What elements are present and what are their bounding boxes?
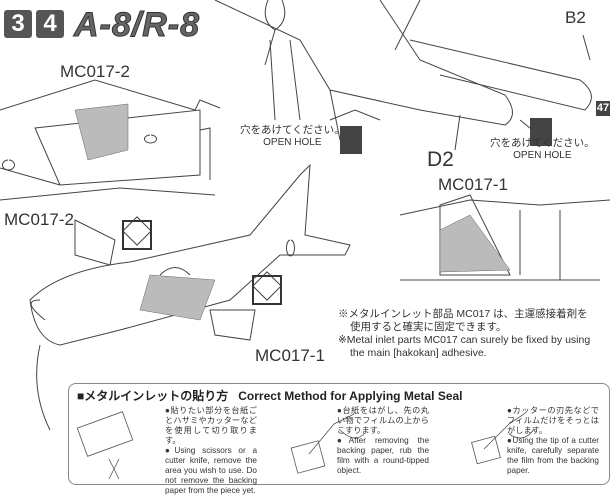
step-title: A-8/R-8 [73,6,201,45]
method-illustrations [76,411,535,480]
metal-seal-method-box: ■メタルインレットの貼り方 Correct Method for Applyin… [68,383,610,495]
adhesive-note: ※メタルインレット部品 MC017 は、主運感接着剤を 使用すると確実に固定でき… [338,308,591,359]
step-number-4: 4 [36,10,64,38]
drill-hole-icon [340,126,362,154]
label-d2: D2 [427,148,454,171]
open-hole-callout-left: 穴をあけてください。 OPEN HOLE [240,124,345,148]
part-number-badge: 47 [596,101,610,116]
label-b2: B2 [565,8,586,27]
method-step-2: ●台紙をはがし、先の丸い物でフィルムの上からこすります。 ●After remo… [337,406,429,475]
metal-seal-panel [439,214,511,273]
diamond-marker-icon [122,216,152,246]
method-step-1: ●貼りたい部分を台紙ごとハサミやカッターなどを使用して切り取ります。 ●Usin… [165,406,257,495]
label-mc017-1-right: MC017-1 [438,175,508,194]
metal-seal-panel [139,274,216,321]
label-mc017-2-side: MC017-2 [4,210,74,229]
open-hole-callout-right: 穴をあけてください。 OPEN HOLE [490,137,595,161]
method-title: ■メタルインレットの貼り方 Correct Method for Applyin… [77,389,463,403]
method-step-3: ●カッターの刃先などでフィルムだけをそっとはがします。 ●Using the t… [507,406,599,475]
label-mc017-1-bottom: MC017-1 [255,346,325,365]
step-number-3: 3 [4,10,32,38]
diamond-marker-icon [252,271,282,301]
metal-seal-panel [74,103,129,161]
drill-hole-icon [530,118,552,146]
label-mc017-2-top: MC017-2 [60,62,130,81]
